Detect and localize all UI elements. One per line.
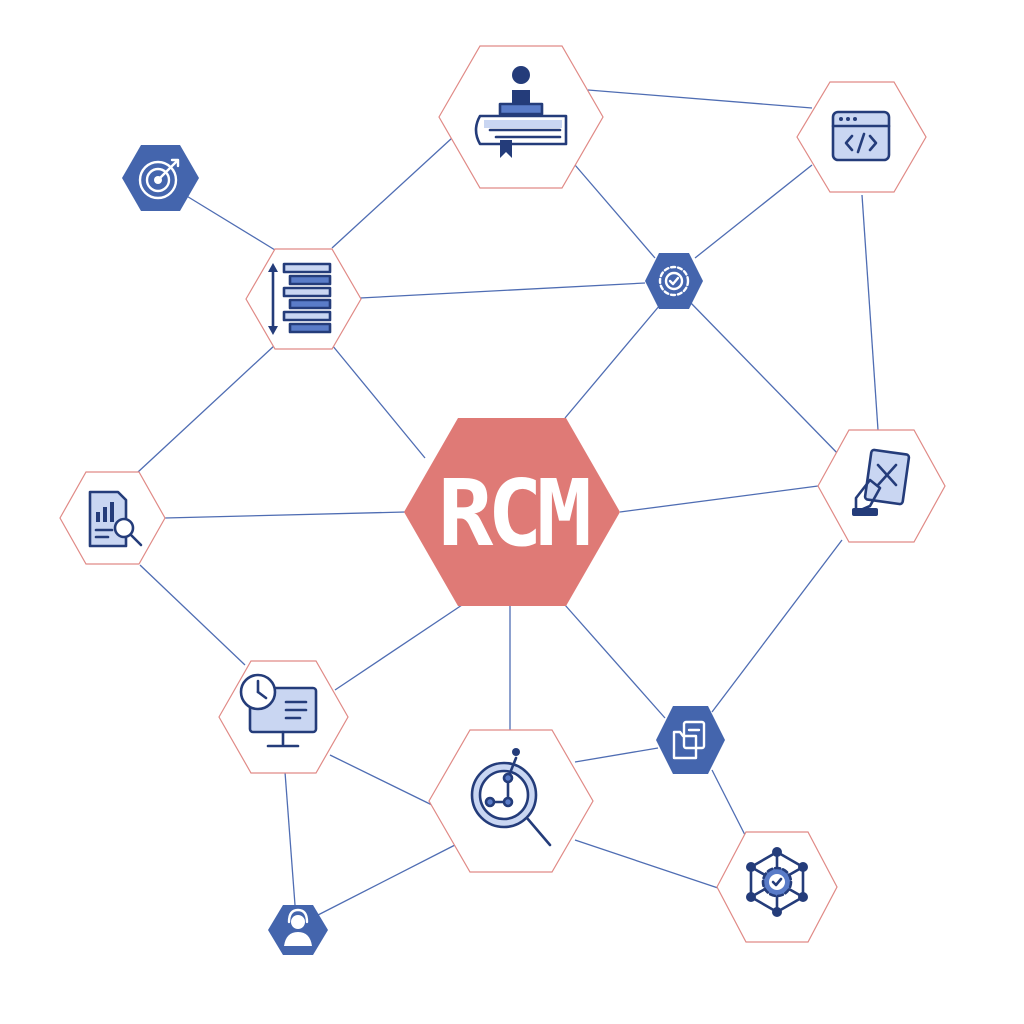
- link: [564, 604, 666, 719]
- link: [137, 344, 276, 473]
- center-hex: [404, 418, 620, 606]
- link: [329, 754, 433, 806]
- gear-check-icon: [658, 265, 690, 297]
- link: [574, 164, 656, 259]
- link: [587, 89, 813, 109]
- node-network-gear: [716, 831, 838, 943]
- node-target: [122, 145, 199, 211]
- node-monitor-clock: [218, 660, 349, 774]
- link: [359, 282, 646, 299]
- code-window-icon: [831, 110, 891, 162]
- link: [861, 194, 879, 431]
- list-sort-icon: [268, 262, 332, 335]
- hex-frame: [656, 706, 725, 774]
- node-gear-check: [645, 253, 703, 309]
- node-search-graph: [428, 729, 594, 873]
- search-graph-icon: [470, 748, 552, 847]
- node-hand-reject: [817, 429, 946, 543]
- link: [334, 604, 463, 691]
- link: [574, 839, 719, 889]
- book-stamp-icon: [474, 66, 568, 158]
- link: [139, 564, 246, 666]
- link: [184, 194, 276, 251]
- hand-reject-icon: [852, 448, 911, 516]
- link: [694, 164, 813, 259]
- link: [564, 304, 661, 419]
- monitor-clock-icon: [239, 673, 318, 748]
- node-report-search: [59, 471, 166, 565]
- center-logo: RCM: [404, 418, 620, 606]
- support-agent-icon: [284, 908, 312, 946]
- link: [574, 747, 659, 763]
- link: [331, 137, 453, 249]
- node-folder-docs: [656, 706, 725, 774]
- node-support-agent: [268, 905, 328, 955]
- link: [711, 539, 843, 713]
- connection-lines: [137, 89, 879, 916]
- link: [331, 344, 426, 459]
- link: [687, 299, 843, 459]
- link: [284, 771, 296, 906]
- node-code-window: [796, 81, 927, 193]
- link: [619, 485, 819, 513]
- link: [317, 844, 456, 916]
- node-book-stamp: [438, 45, 604, 189]
- report-search-icon: [88, 490, 143, 548]
- logo-text: RCM: [438, 460, 589, 567]
- folder-docs-icon: [672, 720, 706, 760]
- hex-frame: [268, 905, 328, 955]
- link: [164, 511, 406, 519]
- target-icon: [138, 158, 180, 200]
- node-list-sort: [245, 248, 362, 350]
- link: [711, 769, 746, 836]
- network-gear-icon: [746, 847, 808, 917]
